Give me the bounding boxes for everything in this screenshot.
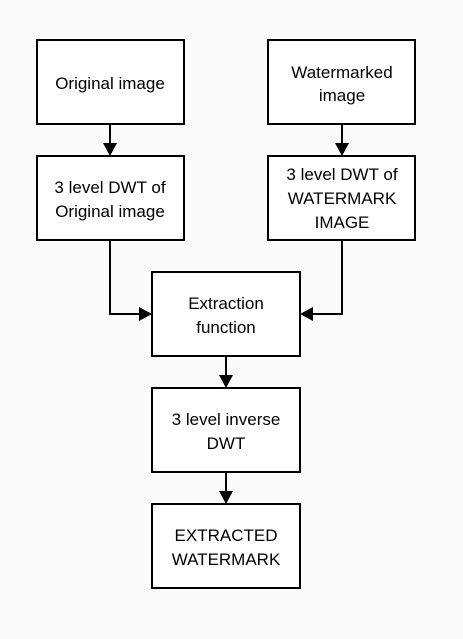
node-label-line: Original image bbox=[55, 74, 165, 93]
node-original-image: Original image bbox=[36, 39, 185, 125]
connectors bbox=[103, 124, 349, 504]
arrowhead-down-icon bbox=[219, 491, 233, 504]
node-label-line: EXTRACTED bbox=[175, 526, 278, 545]
node-dwt-watermark: 3 level DWT of WATERMARK IMAGE bbox=[267, 155, 416, 241]
edge-dwt-original-to-extraction bbox=[109, 240, 142, 315]
node-label-line: 3 level inverse bbox=[172, 410, 281, 429]
node-label-line: Extraction bbox=[188, 294, 264, 313]
node-label-line: 3 level DWT of bbox=[286, 165, 397, 184]
node-extraction-function: Extraction function bbox=[151, 271, 301, 357]
arrowhead-down-icon bbox=[335, 143, 349, 156]
node-extracted-watermark: EXTRACTED WATERMARK bbox=[151, 503, 301, 589]
node-label-line: image bbox=[319, 86, 365, 105]
arrowhead-left-icon bbox=[300, 307, 313, 321]
arrowhead-right-icon bbox=[139, 307, 152, 321]
node-label-line: Original image bbox=[55, 202, 165, 221]
node-label-line: WATERMARK bbox=[288, 189, 397, 208]
edge-dwt-watermark-to-extraction bbox=[310, 240, 343, 315]
node-label-line: WATERMARK bbox=[172, 550, 281, 569]
node-dwt-original: 3 level DWT of Original image bbox=[36, 155, 185, 241]
node-watermarked-image: Watermarked image bbox=[267, 39, 416, 125]
node-inverse-dwt: 3 level inverse DWT bbox=[151, 387, 301, 473]
node-label-line: DWT bbox=[207, 434, 246, 453]
node-label-line: IMAGE bbox=[315, 213, 370, 232]
arrowhead-down-icon bbox=[103, 143, 117, 156]
node-label-line: function bbox=[196, 318, 256, 337]
arrowhead-down-icon bbox=[219, 375, 233, 388]
node-label-line: Watermarked bbox=[291, 63, 392, 82]
node-label-line: 3 level DWT of bbox=[54, 178, 165, 197]
